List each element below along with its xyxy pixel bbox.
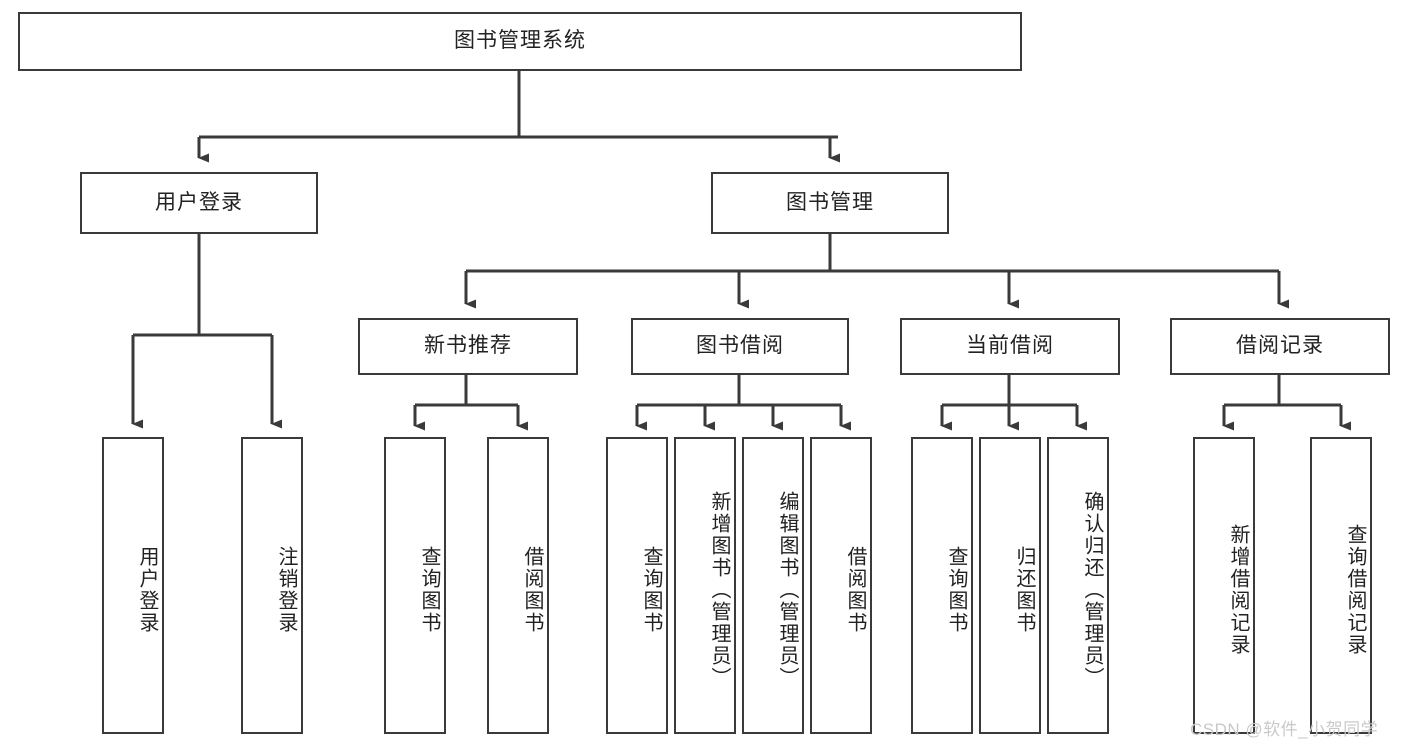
node-book-management[interactable]: 图书管理 [711,172,949,234]
leaf-current-borrow-query-book[interactable]: 查询图书 [911,437,973,734]
node-label: 新书推荐 [424,334,512,358]
leaf-user-login-logout[interactable]: 注销登录 [241,437,303,734]
leaf-borrow-records-add-record[interactable]: 新增借阅记录 [1193,437,1255,734]
node-label: 用户登录 [155,190,243,214]
node-borrow-records[interactable]: 借阅记录 [1170,318,1390,375]
leaf-book-borrow-borrow-book[interactable]: 借阅图书 [810,437,872,734]
node-label: 新增借阅记录 [1227,523,1249,656]
node-label: 图书管理系统 [454,29,586,53]
node-new-book-recommend[interactable]: 新书推荐 [358,318,578,375]
leaf-new-book-borrow-book[interactable]: 借阅图书 [487,437,549,734]
node-book-borrow[interactable]: 图书借阅 [631,318,849,375]
node-label: 查询图书 [418,545,440,634]
node-label: 当前借阅 [966,334,1054,358]
node-label: 编辑图书（管理员） [776,490,798,689]
node-current-borrow[interactable]: 当前借阅 [900,318,1120,375]
node-label: 借阅记录 [1236,334,1324,358]
node-label: 查询借阅记录 [1344,523,1366,656]
node-label: 新增图书（管理员） [708,490,730,689]
node-label: 图书管理 [786,190,874,214]
node-label: 确认归还（管理员） [1081,490,1103,689]
leaf-borrow-records-query-record[interactable]: 查询借阅记录 [1310,437,1372,734]
leaf-user-login-login[interactable]: 用户登录 [102,437,164,734]
leaf-book-borrow-query-book[interactable]: 查询图书 [606,437,668,734]
node-label: 查询图书 [640,545,662,634]
node-label: 借阅图书 [844,545,866,634]
node-label: 查询图书 [945,545,967,634]
leaf-current-borrow-confirm-return-admin[interactable]: 确认归还（管理员） [1047,437,1109,734]
leaf-book-borrow-add-book-admin[interactable]: 新增图书（管理员） [674,437,736,734]
node-label: 借阅图书 [521,545,543,634]
leaf-current-borrow-return-book[interactable]: 归还图书 [979,437,1041,734]
node-label: 用户登录 [136,545,158,634]
node-label: 归还图书 [1013,545,1035,634]
node-label: 图书借阅 [696,334,784,358]
leaf-book-borrow-edit-book-admin[interactable]: 编辑图书（管理员） [742,437,804,734]
node-user-login[interactable]: 用户登录 [80,172,318,234]
csdn-watermark: CSDN @软件_小贺同学 [1190,720,1379,739]
node-root-system[interactable]: 图书管理系统 [18,12,1022,71]
leaf-new-book-query-book[interactable]: 查询图书 [384,437,446,734]
node-label: 注销登录 [275,545,297,634]
